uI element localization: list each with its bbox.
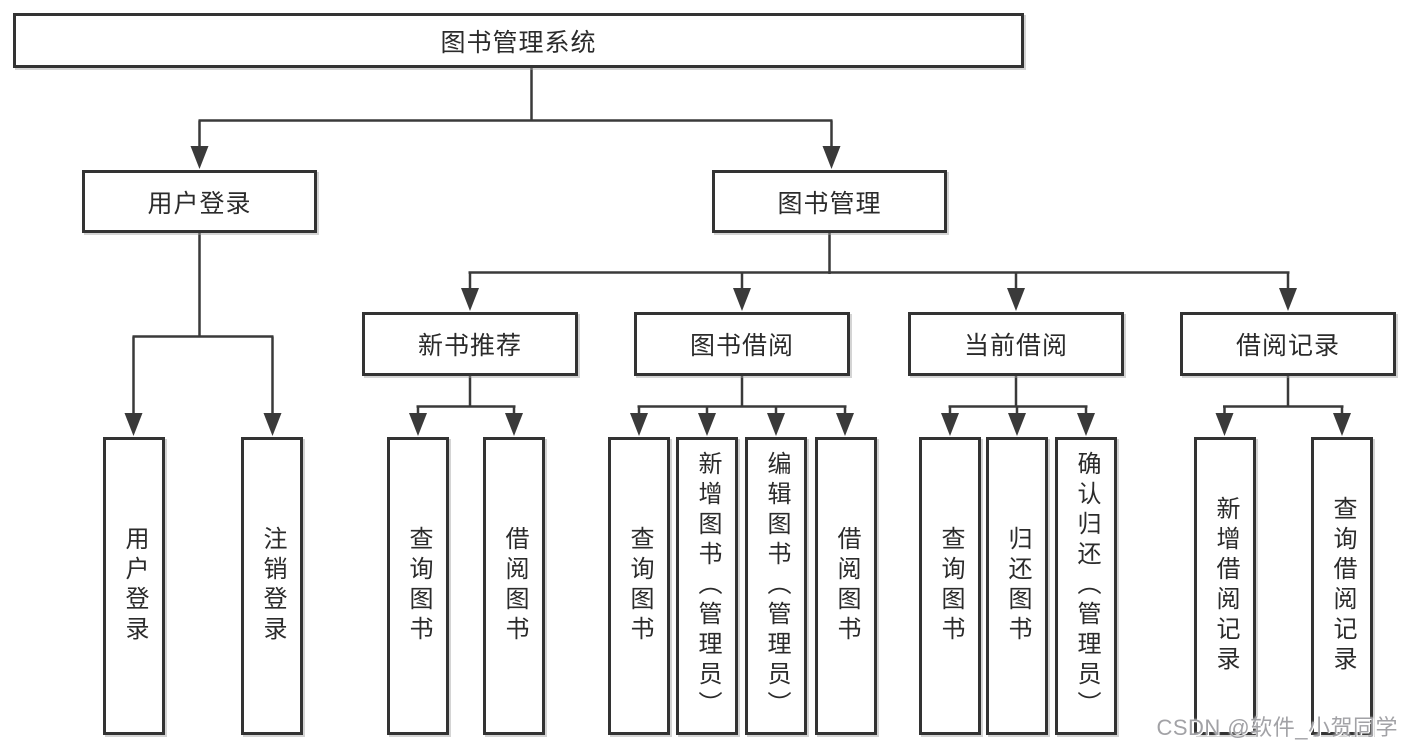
leaf-borrow-books-label: 借阅图书 [833,526,860,646]
leaf-return-books-label: 归还图书 [1004,526,1031,646]
node-root-system: 图书管理系统 [13,13,1024,68]
connector-segments [132,68,1344,418]
leaf-query-borrow-record-label: 查询借阅记录 [1329,496,1356,676]
leaf-query-books-borrow: 查询图书 [608,437,670,735]
leaf-edit-books-admin: 编辑图书（管理员） [745,437,807,735]
node-book-management-label: 图书管理 [777,189,882,218]
leaf-query-books-recommend-label: 查询图书 [405,526,432,646]
node-borrow-records: 借阅记录 [1180,312,1396,376]
node-book-borrow: 图书借阅 [634,312,850,376]
leaf-logout-label: 注销登录 [259,526,286,646]
leaf-user-login: 用户登录 [103,437,165,735]
leaf-query-books-current: 查询图书 [919,437,981,735]
node-borrow-records-label: 借阅记录 [1235,332,1340,360]
leaf-borrow-books: 借阅图书 [815,437,877,735]
leaf-query-books-borrow-label: 查询图书 [626,526,653,646]
node-current-borrow: 当前借阅 [908,312,1124,376]
leaf-add-books-admin: 新增图书（管理员） [676,437,738,735]
node-book-management: 图书管理 [712,170,947,233]
leaf-confirm-return-admin: 确认归还（管理员） [1055,437,1117,735]
leaf-return-books: 归还图书 [986,437,1048,735]
leaf-add-borrow-record-label: 新增借阅记录 [1212,496,1239,676]
leaf-add-borrow-record: 新增借阅记录 [1194,437,1256,735]
leaf-query-borrow-record: 查询借阅记录 [1311,437,1373,735]
arrowheads [124,146,1351,436]
leaf-edit-books-admin-label: 编辑图书（管理员） [763,451,790,721]
node-current-borrow-label: 当前借阅 [963,332,1068,360]
node-new-book-recommend-label: 新书推荐 [417,332,522,360]
node-book-borrow-label: 图书借阅 [689,332,794,360]
node-user-login-label: 用户登录 [147,189,252,218]
leaf-borrow-books-recommend-label: 借阅图书 [501,526,528,646]
node-new-book-recommend: 新书推荐 [362,312,578,376]
node-user-login: 用户登录 [82,170,317,233]
leaf-user-login-label: 用户登录 [121,526,148,646]
leaf-borrow-books-recommend: 借阅图书 [483,437,545,735]
leaf-add-books-admin-label: 新增图书（管理员） [694,451,721,721]
node-root-label: 图书管理系统 [440,28,597,57]
watermark: CSDN @软件_小贺同学 [1156,715,1398,740]
leaf-query-books-current-label: 查询图书 [937,526,964,646]
leaf-logout: 注销登录 [241,437,303,735]
leaf-query-books-recommend: 查询图书 [387,437,449,735]
leaf-confirm-return-admin-label: 确认归还（管理员） [1073,451,1100,721]
